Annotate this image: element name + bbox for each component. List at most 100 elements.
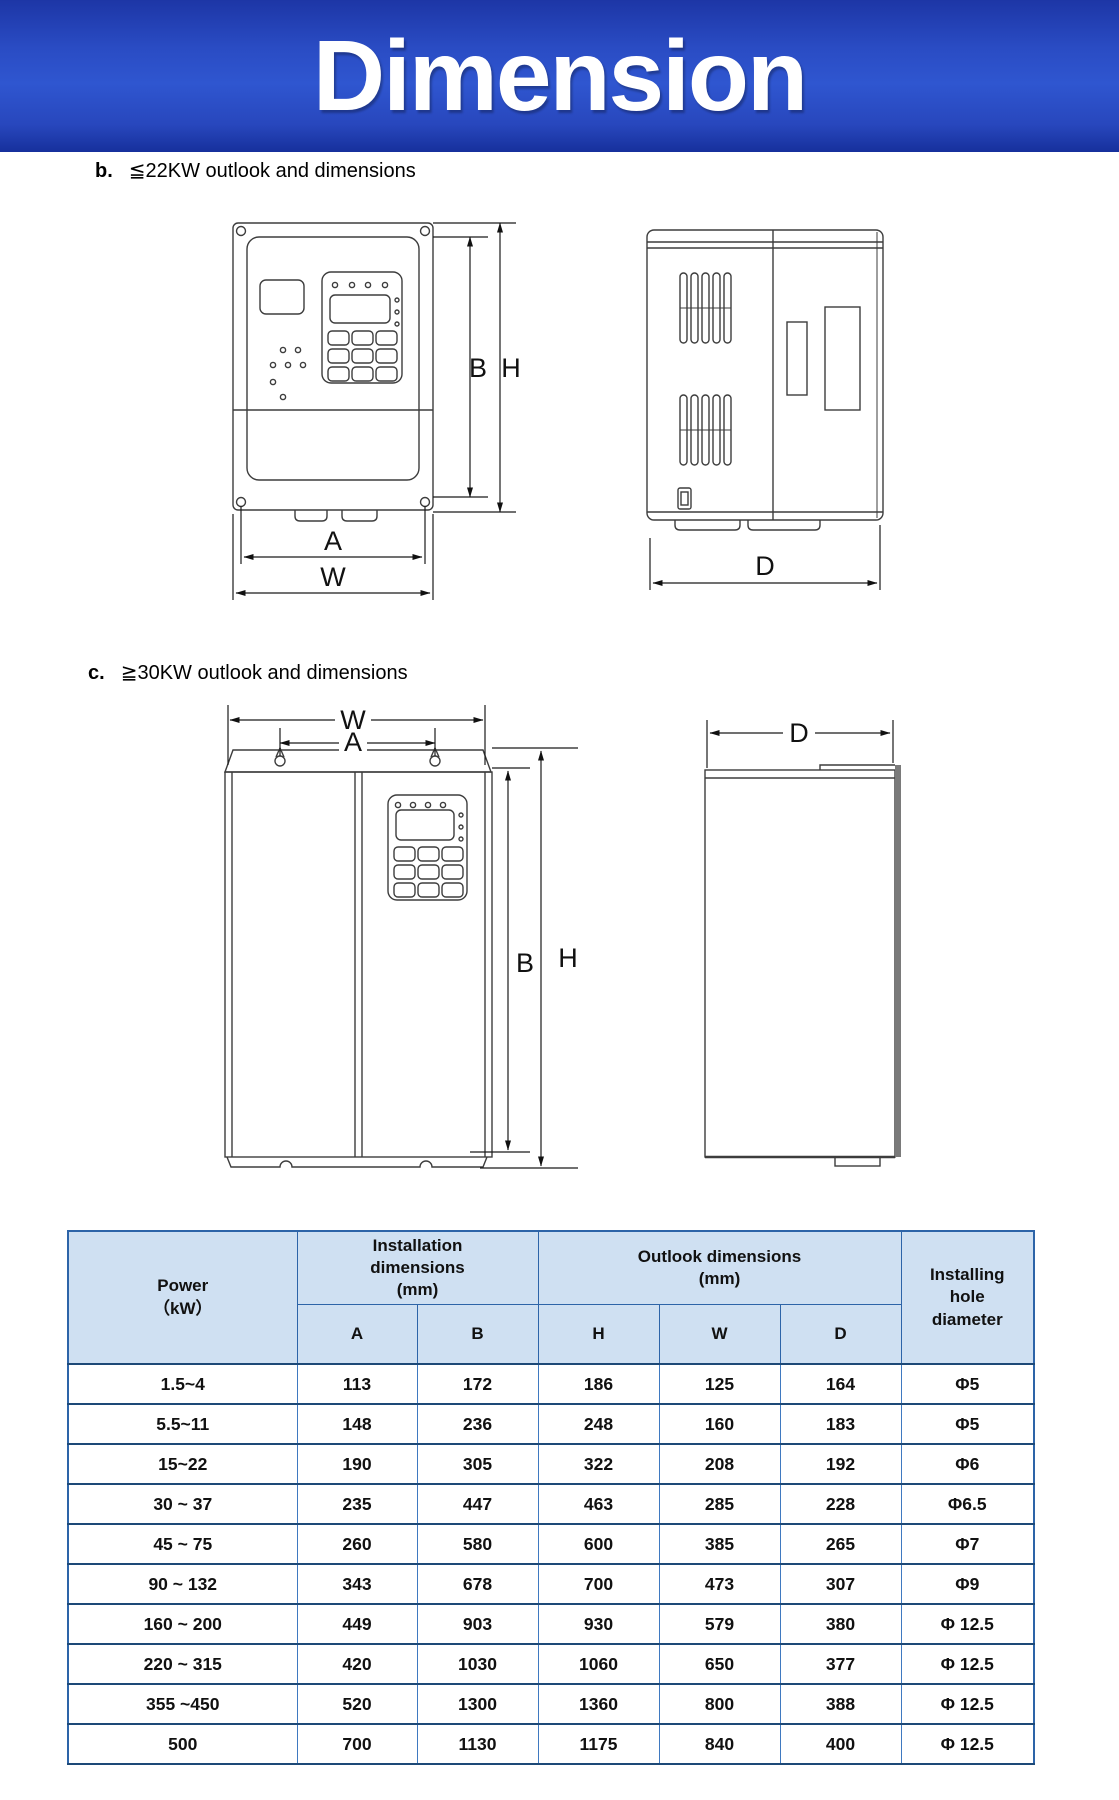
cell-power: 160 ~ 200 xyxy=(67,1603,298,1645)
cell-d: 400 xyxy=(779,1723,902,1765)
cell-power: 15~22 xyxy=(67,1443,298,1485)
sub-header-B: B xyxy=(416,1304,539,1365)
keyhole-mount xyxy=(429,755,441,767)
cell-h: 700 xyxy=(537,1563,660,1605)
cell-w: 125 xyxy=(658,1363,781,1405)
cell-power: 30 ~ 37 xyxy=(67,1483,298,1525)
cell-hole: Φ9 xyxy=(900,1563,1035,1605)
cell-a: 343 xyxy=(296,1563,418,1605)
bottom-foot xyxy=(747,520,821,531)
cell-h: 600 xyxy=(537,1523,660,1565)
cell-h: 1175 xyxy=(537,1723,660,1765)
led-dots xyxy=(269,346,307,401)
cell-power: 220 ~ 315 xyxy=(67,1643,298,1685)
bottom-foot xyxy=(674,520,741,531)
cell-h: 930 xyxy=(537,1603,660,1645)
bottom-foot xyxy=(294,510,328,522)
section-b-index: b. xyxy=(95,160,113,182)
keypad-display xyxy=(395,809,455,841)
cell-power: 5.5~11 xyxy=(67,1403,298,1445)
dimension-table-wrap: Power （kW） Installation dimensions (mm) … xyxy=(67,1230,1036,1765)
sub-header-D: D xyxy=(779,1304,902,1365)
col-header-hole: Installing hole diameter xyxy=(900,1230,1035,1365)
vent-grille xyxy=(679,394,732,466)
cell-d: 380 xyxy=(779,1603,902,1645)
col-header-power: Power （kW） xyxy=(67,1230,298,1365)
bottom-foot xyxy=(341,510,378,522)
cell-b: 903 xyxy=(416,1603,539,1645)
port xyxy=(677,487,692,510)
dimension-lines-c xyxy=(227,705,894,1169)
vent-grille xyxy=(679,272,732,344)
drawing-30kw: W A D B H xyxy=(224,705,901,1169)
dim-label-D: D xyxy=(789,718,809,748)
cell-d: 228 xyxy=(779,1483,902,1525)
cell-hole: Φ 12.5 xyxy=(900,1683,1035,1725)
cell-a: 520 xyxy=(296,1683,418,1725)
dim-label-B: B xyxy=(469,353,487,383)
cell-h: 463 xyxy=(537,1483,660,1525)
cell-b: 447 xyxy=(416,1483,539,1525)
cell-w: 840 xyxy=(658,1723,781,1765)
title-banner: Dimension xyxy=(0,0,1119,152)
col-header-installation: Installation dimensions (mm) xyxy=(296,1230,539,1305)
mounting-hole xyxy=(235,496,247,508)
cell-w: 285 xyxy=(658,1483,781,1525)
cell-d: 377 xyxy=(779,1643,902,1685)
cell-hole: Φ 12.5 xyxy=(900,1643,1035,1685)
keypad-display xyxy=(329,294,391,324)
side-view-30kw xyxy=(704,764,901,1167)
col-header-outlook: Outlook dimensions (mm) xyxy=(537,1230,902,1305)
cell-hole: Φ6.5 xyxy=(900,1483,1035,1525)
cell-d: 265 xyxy=(779,1523,902,1565)
cell-power: 45 ~ 75 xyxy=(67,1523,298,1565)
back-plate xyxy=(895,765,901,1157)
bottom-foot xyxy=(834,1156,881,1167)
cell-w: 650 xyxy=(658,1643,781,1685)
cell-a: 449 xyxy=(296,1603,418,1645)
section-c-title: ≧30KW outlook and dimensions xyxy=(120,662,408,684)
hinge xyxy=(786,321,808,396)
cell-d: 183 xyxy=(779,1403,902,1445)
cell-d: 388 xyxy=(779,1683,902,1725)
page-title: Dimension xyxy=(312,20,808,132)
port-inner xyxy=(680,491,689,506)
front-view-22kw xyxy=(232,222,434,522)
dim-label-H: H xyxy=(501,353,521,383)
cell-hole: Φ6 xyxy=(900,1443,1035,1485)
dim-label-H: H xyxy=(558,943,578,973)
cell-w: 800 xyxy=(658,1683,781,1725)
cell-b: 236 xyxy=(416,1403,539,1445)
dim-label-B: B xyxy=(516,948,534,978)
cell-power: 90 ~ 132 xyxy=(67,1563,298,1605)
dim-label-W: W xyxy=(320,562,346,592)
dim-label-A: A xyxy=(344,727,362,757)
cell-hole: Φ5 xyxy=(900,1363,1035,1405)
cell-a: 148 xyxy=(296,1403,418,1445)
cell-b: 1300 xyxy=(416,1683,539,1725)
cell-h: 322 xyxy=(537,1443,660,1485)
dim-label-A: A xyxy=(324,526,342,556)
keypad xyxy=(321,271,403,384)
mounting-hole xyxy=(419,496,431,508)
dim-label-D: D xyxy=(755,551,775,581)
cell-a: 260 xyxy=(296,1523,418,1565)
cell-hole: Φ 12.5 xyxy=(900,1723,1035,1765)
side-view-22kw xyxy=(646,229,884,531)
cell-a: 190 xyxy=(296,1443,418,1485)
cell-a: 700 xyxy=(296,1723,418,1765)
cell-power: 355 ~450 xyxy=(67,1683,298,1725)
cell-b: 1130 xyxy=(416,1723,539,1765)
cell-b: 172 xyxy=(416,1363,539,1405)
dimension-table: Power （kW） Installation dimensions (mm) … xyxy=(67,1230,1036,1765)
cell-b: 678 xyxy=(416,1563,539,1605)
cell-h: 1360 xyxy=(537,1683,660,1725)
